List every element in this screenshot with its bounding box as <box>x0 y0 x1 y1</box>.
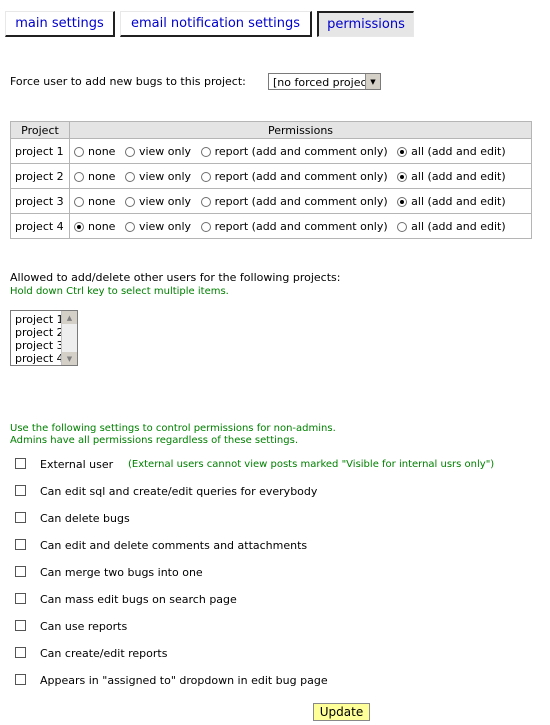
scroll-down-icon[interactable]: ▼ <box>62 352 77 365</box>
merge-bugs-checkbox[interactable] <box>15 566 26 577</box>
scroll-up-icon[interactable]: ▲ <box>62 311 77 324</box>
radio-none[interactable]: none <box>74 145 115 158</box>
tab-email-notification-settings[interactable]: email notification settings <box>120 11 312 37</box>
radio-view-only[interactable]: view only <box>124 195 191 208</box>
table-row: project 2 none view only report (add and… <box>10 163 532 189</box>
radio-all[interactable]: all (add and edit) <box>397 170 506 183</box>
radio-report[interactable]: report (add and comment only) <box>200 195 388 208</box>
list-item[interactable]: project 1 <box>15 313 64 326</box>
header-permissions: Permissions <box>69 121 532 139</box>
non-admin-note-line1: Use the following settings to control pe… <box>10 423 336 434</box>
permission-options: none view only report (add and comment o… <box>69 213 532 239</box>
edit-sql-checkbox[interactable] <box>15 485 26 496</box>
permission-options: none view only report (add and comment o… <box>69 138 532 164</box>
radio-all[interactable]: all (add and edit) <box>397 220 506 233</box>
radio-view-only[interactable]: view only <box>124 220 191 233</box>
header-project: Project <box>10 121 70 139</box>
update-button[interactable]: Update <box>313 703 370 721</box>
permissions-table: Project Permissions project 1 none view … <box>10 121 532 239</box>
project-name: project 1 <box>10 138 70 164</box>
forced-project-select[interactable]: [no forced project] ▼ <box>268 73 381 90</box>
listbox-scrollbar[interactable]: ▲ ▼ <box>61 311 77 365</box>
edit-sql-label: Can edit sql and create/edit queries for… <box>40 485 318 498</box>
tab-permissions-label: permissions <box>327 17 405 32</box>
merge-bugs-label: Can merge two bugs into one <box>40 566 203 579</box>
radio-report[interactable]: report (add and comment only) <box>200 170 388 183</box>
radio-all[interactable]: all (add and edit) <box>397 195 506 208</box>
table-row: project 3 none view only report (add and… <box>10 188 532 214</box>
tab-permissions[interactable]: permissions <box>317 11 414 37</box>
tab-email-label: email notification settings <box>130 16 301 31</box>
radio-none[interactable]: none <box>74 170 115 183</box>
edit-comments-checkbox[interactable] <box>15 539 26 550</box>
edit-reports-label: Can create/edit reports <box>40 647 168 660</box>
list-item[interactable]: project 4 <box>15 352 64 365</box>
table-row: project 4 none view only report (add and… <box>10 213 532 239</box>
radio-all[interactable]: all (add and edit) <box>397 145 506 158</box>
table-row: project 1 none view only report (add and… <box>10 138 532 164</box>
project-name: project 4 <box>10 213 70 239</box>
project-name: project 3 <box>10 188 70 214</box>
tab-main-settings[interactable]: main settings <box>5 11 115 37</box>
permissions-table-header: Project Permissions <box>10 121 532 139</box>
assigned-to-label: Appears in "assigned to" dropdown in edi… <box>40 674 328 687</box>
mass-edit-label: Can mass edit bugs on search page <box>40 593 237 606</box>
radio-none[interactable]: none <box>74 220 115 233</box>
chevron-down-icon: ▼ <box>365 74 380 89</box>
list-item[interactable]: project 2 <box>15 326 64 339</box>
radio-view-only[interactable]: view only <box>124 145 191 158</box>
mass-edit-checkbox[interactable] <box>15 593 26 604</box>
delete-bugs-label: Can delete bugs <box>40 512 130 525</box>
list-item[interactable]: project 3 <box>15 339 64 352</box>
use-reports-label: Can use reports <box>40 620 128 633</box>
non-admin-note-line2: Admins have all permissions regardless o… <box>10 435 298 446</box>
delete-bugs-checkbox[interactable] <box>15 512 26 523</box>
forced-project-value: [no forced project] <box>273 76 376 89</box>
use-reports-checkbox[interactable] <box>15 620 26 631</box>
forced-project-label: Force user to add new bugs to this proje… <box>10 75 246 88</box>
permission-options: none view only report (add and comment o… <box>69 163 532 189</box>
radio-report[interactable]: report (add and comment only) <box>200 145 388 158</box>
tab-main-settings-label: main settings <box>15 16 104 31</box>
external-user-note: (External users cannot view posts marked… <box>128 459 495 470</box>
radio-report[interactable]: report (add and comment only) <box>200 220 388 233</box>
external-user-label: External user <box>40 458 114 471</box>
radio-none[interactable]: none <box>74 195 115 208</box>
edit-reports-checkbox[interactable] <box>15 647 26 658</box>
external-user-checkbox[interactable] <box>15 458 26 469</box>
assigned-to-checkbox[interactable] <box>15 674 26 685</box>
admin-projects-hint: Hold down Ctrl key to select multiple it… <box>10 286 229 297</box>
admin-projects-label: Allowed to add/delete other users for th… <box>10 271 341 284</box>
admin-projects-listbox[interactable]: project 1 project 2 project 3 project 4 … <box>10 310 78 366</box>
permission-options: none view only report (add and comment o… <box>69 188 532 214</box>
project-name: project 2 <box>10 163 70 189</box>
edit-comments-label: Can edit and delete comments and attachm… <box>40 539 308 552</box>
radio-view-only[interactable]: view only <box>124 170 191 183</box>
